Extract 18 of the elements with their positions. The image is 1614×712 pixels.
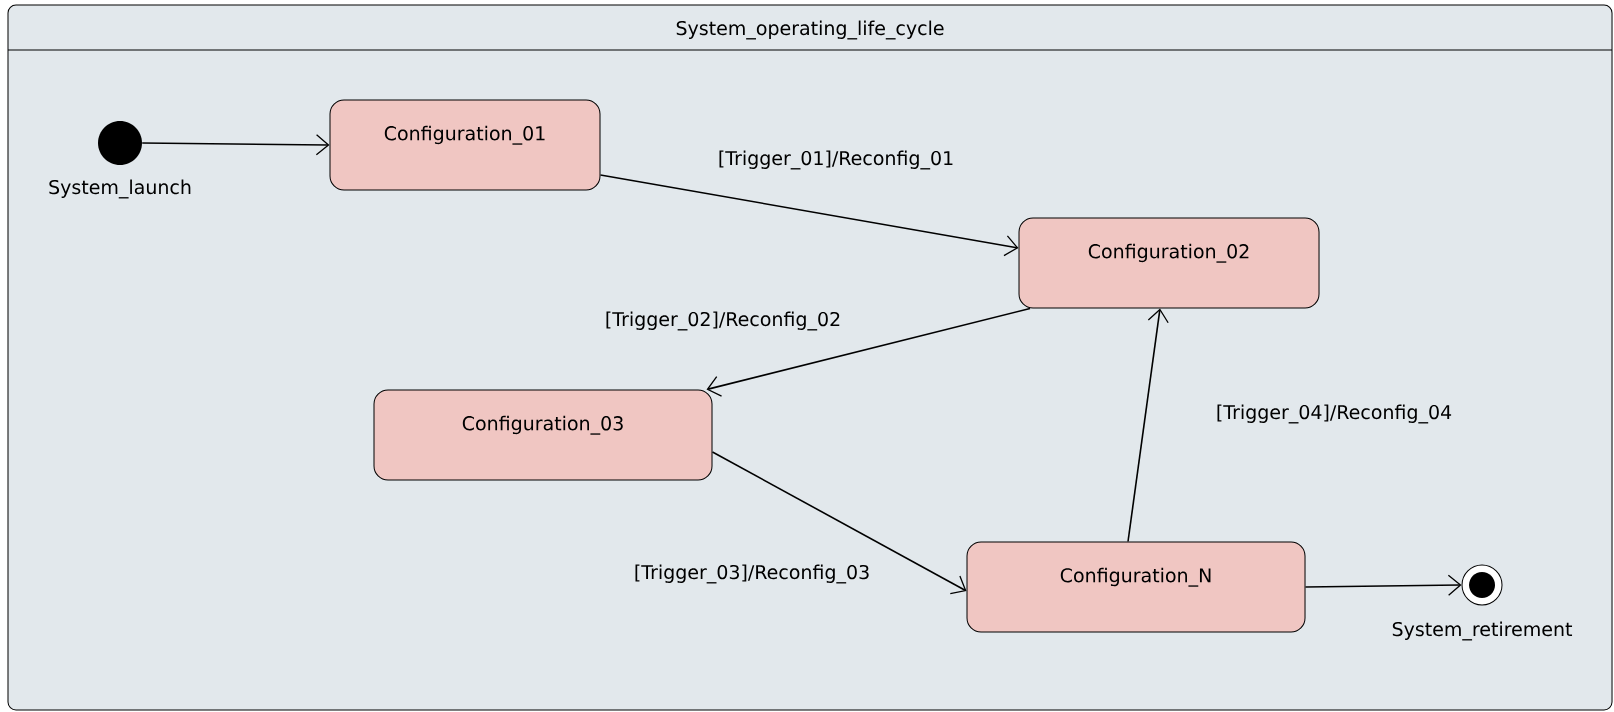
transition-arrow — [1304, 574, 1462, 596]
state-box: Configuration_01 — [329, 99, 601, 191]
state-label: System_retirement — [1392, 621, 1573, 641]
transition-arrow — [711, 451, 967, 595]
final-state — [1461, 564, 1503, 606]
transition-arrow — [1127, 308, 1169, 543]
edge-label: [Trigger_04]/Reconfig_04 — [1213, 402, 1455, 426]
state-box: Configuration_02 — [1018, 217, 1320, 309]
transition-arrow — [706, 307, 1031, 397]
state-label: System_launch — [49, 179, 191, 199]
edge-label: [Trigger_03]/Reconfig_03 — [631, 562, 873, 586]
transition-arrow — [141, 134, 330, 156]
state-box: Configuration_03 — [373, 389, 713, 481]
state-box: Configuration_N — [966, 541, 1306, 633]
edge-label: [Trigger_02]/Reconfig_02 — [602, 309, 844, 333]
transition-arrow — [599, 174, 1019, 257]
initial-state — [98, 121, 142, 165]
edge-label: [Trigger_01]/Reconfig_01 — [715, 148, 957, 172]
